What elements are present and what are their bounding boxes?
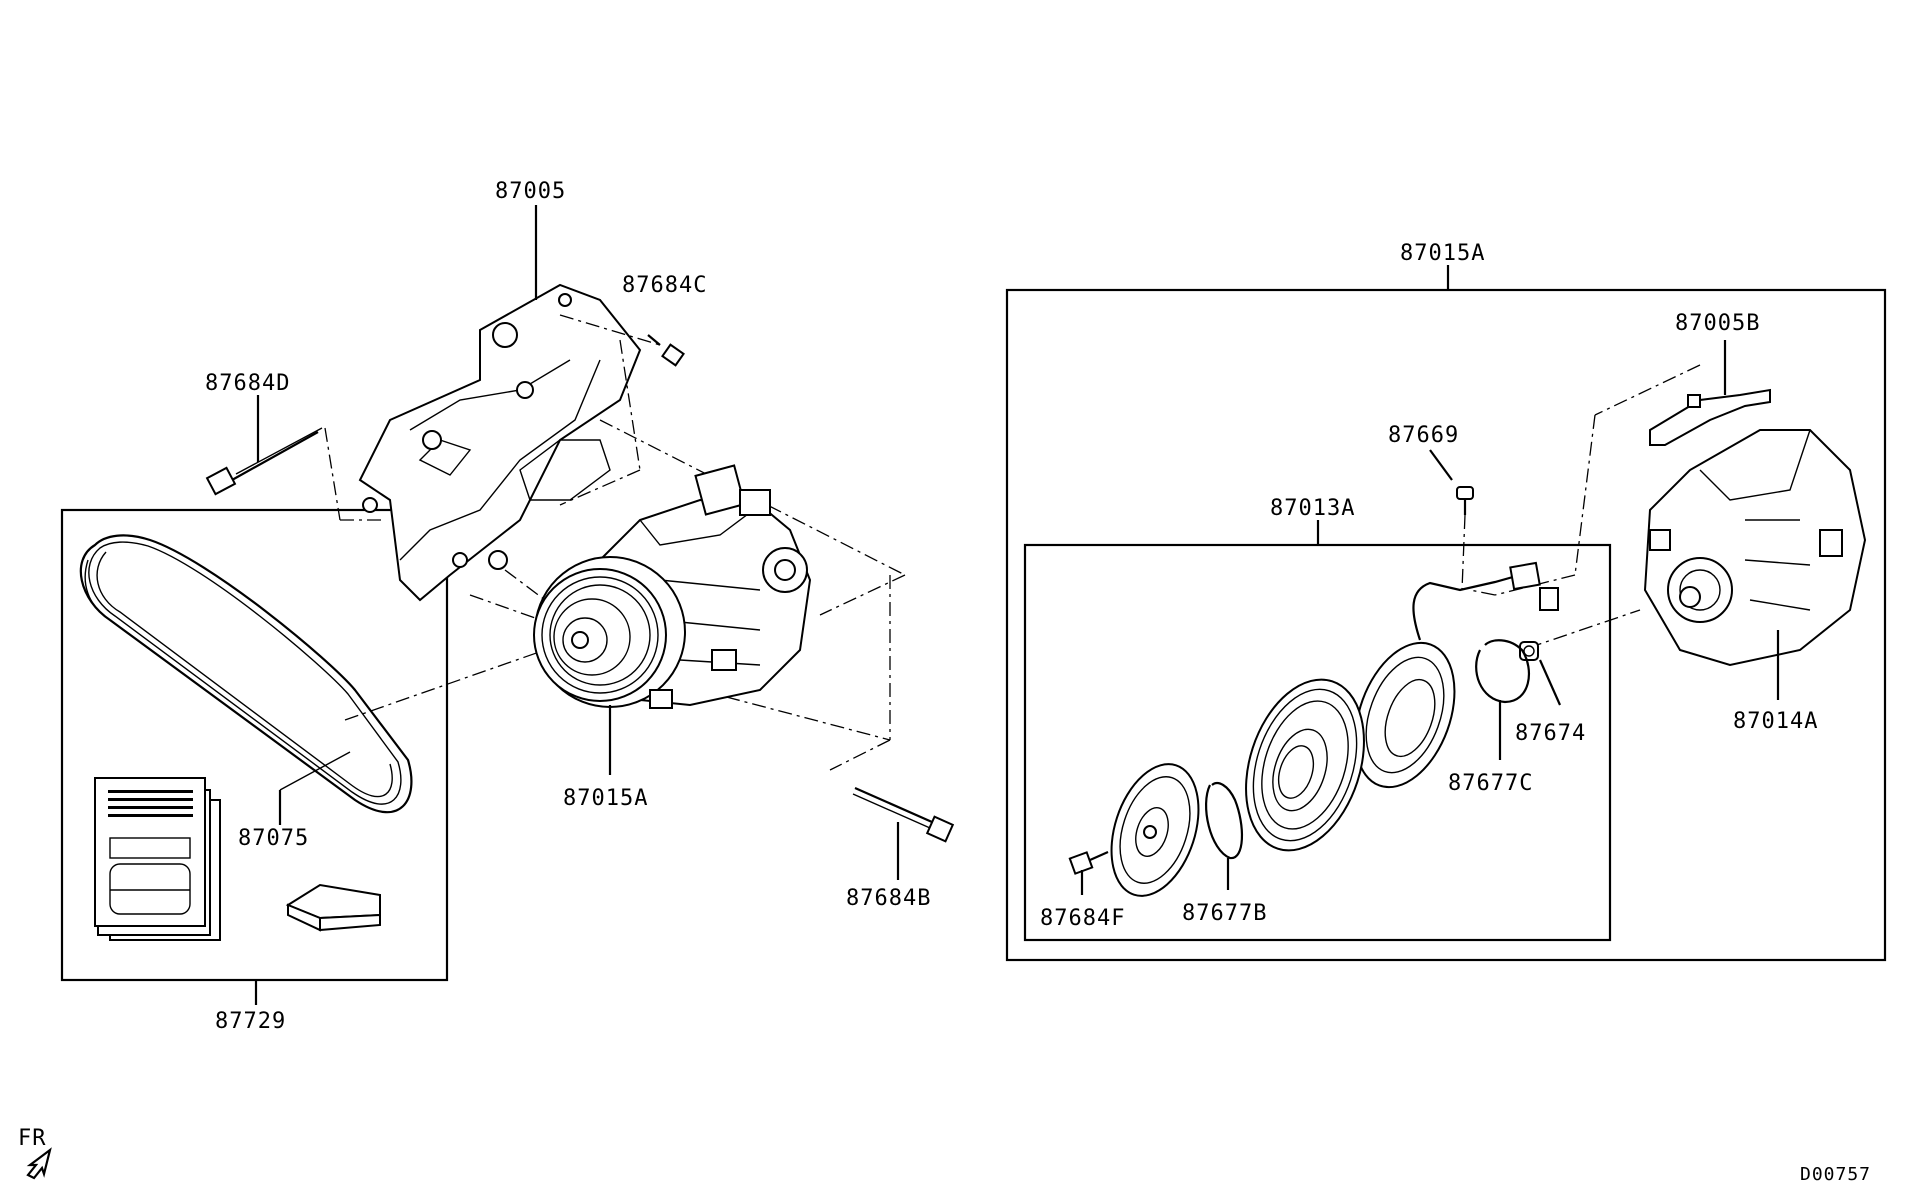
callout-87014A[interactable]: 87014A: [1733, 709, 1818, 734]
bracket-b-drawing: [1649, 388, 1771, 446]
field-coil-drawing: [1354, 561, 1559, 789]
callout-87729[interactable]: 87729: [215, 1009, 286, 1034]
callout-87015A-group[interactable]: 87015A: [1400, 241, 1485, 266]
pulley-drawing: [1245, 678, 1365, 852]
bolt-c-drawing: [647, 334, 685, 367]
bolt-b-drawing: [852, 786, 955, 843]
callout-87005B[interactable]: 87005B: [1675, 311, 1760, 336]
kit-box: [60, 508, 449, 982]
armature-plate-drawing: [1110, 763, 1200, 897]
assembly-box: [1005, 288, 1887, 962]
snap-ring-c-drawing: [1475, 639, 1530, 704]
callout-87005[interactable]: 87005: [495, 179, 566, 204]
callout-87677B[interactable]: 87677B: [1182, 901, 1267, 926]
compressor-body-drawing: [1643, 429, 1867, 667]
callout-87677C[interactable]: 87677C: [1448, 771, 1533, 796]
front-arrow-icon: [26, 1147, 52, 1180]
bracket-drawing: [358, 283, 642, 602]
callout-87013A[interactable]: 87013A: [1270, 496, 1355, 521]
callout-87674[interactable]: 87674: [1515, 721, 1586, 746]
snap-ring-b-drawing: [1205, 782, 1244, 860]
orientation-label: FR: [18, 1126, 47, 1151]
screw-drawing: [1456, 486, 1474, 515]
callout-87684C[interactable]: 87684C: [622, 273, 707, 298]
bolt-d-drawing: [205, 427, 323, 496]
callout-87684D[interactable]: 87684D: [205, 371, 290, 396]
label-card-drawing: [94, 777, 221, 941]
callout-87015A-main[interactable]: 87015A: [563, 786, 648, 811]
callout-87684F[interactable]: 87684F: [1040, 906, 1125, 931]
bolt-f-drawing: [1068, 850, 1109, 875]
callout-87669[interactable]: 87669: [1388, 423, 1459, 448]
compressor-main-drawing: [533, 464, 812, 709]
belt-drawing: [79, 534, 413, 814]
wedge-drawing: [285, 883, 381, 932]
diagram-id: D00757: [1800, 1164, 1871, 1185]
callout-87684B[interactable]: 87684B: [846, 886, 931, 911]
callout-87075[interactable]: 87075: [238, 826, 309, 851]
